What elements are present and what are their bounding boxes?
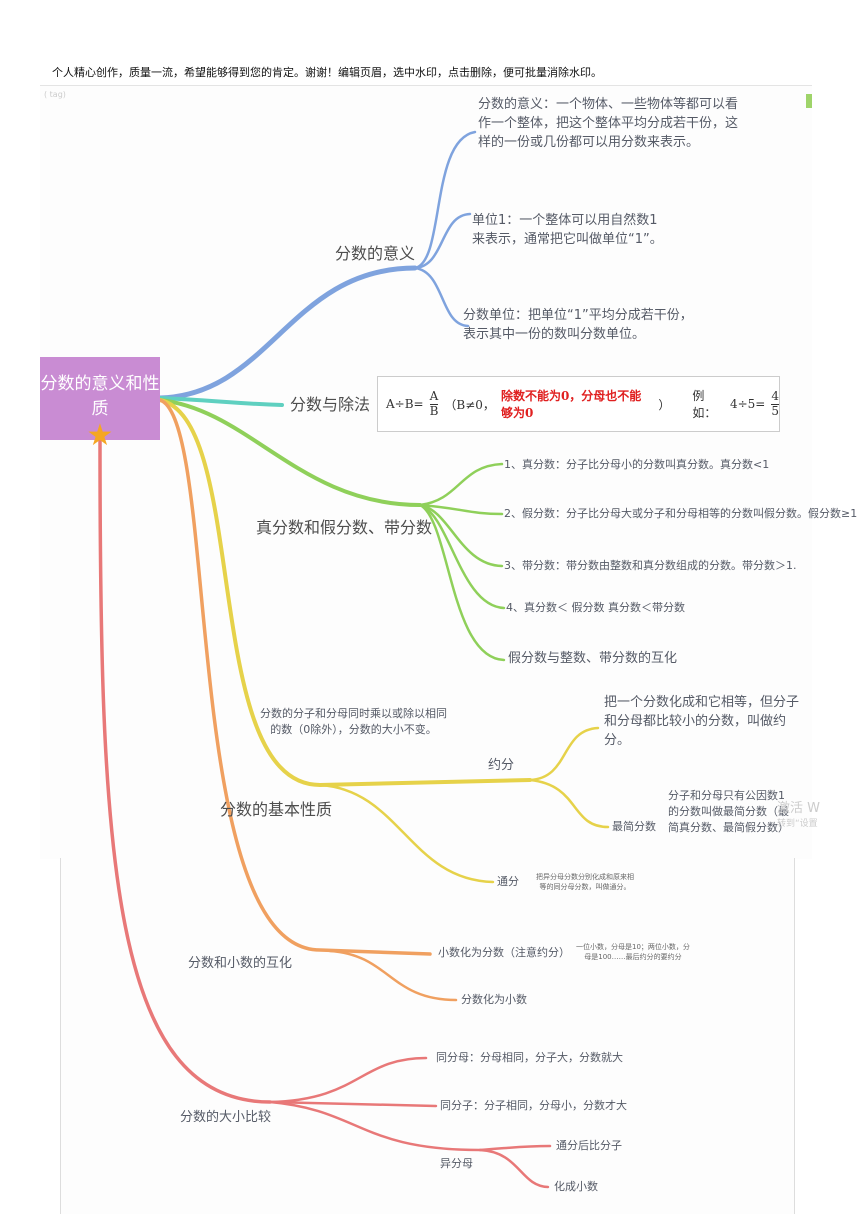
example-label: 例如： [692,389,717,420]
text-line: 母是100……最后约分的要约分 [584,953,682,962]
compare-item: 化成小数 [554,1180,598,1193]
text-line: 简真分数、最简假分数） [668,820,789,834]
activation-watermark: 激活 W 转到“设置 [777,800,820,831]
text-line: 激活 W [777,801,820,816]
basic-desc: 分数的分子和分母同时乘以或除以相同 的数（0除外），分数的大小不变。 [260,706,447,738]
text-line: 单位1：一个整体可以用自然数1 [472,213,658,228]
root-title: 分数的意义和性质 [40,374,160,419]
node-division[interactable]: 分数与除法 [290,395,371,414]
denominator: 5 [771,403,779,418]
mindmap-panel-bottom [60,858,795,1214]
node-tongfen[interactable]: 通分 [497,875,519,888]
text-line: 分数单位：把单位“1”平均分成若干份， [463,308,693,323]
text-line: 表示其中一份的数叫分数单位。 [463,326,646,342]
text-line: 分数的分子和分母同时乘以或除以相同 [260,707,447,720]
node-meaning[interactable]: 分数的意义 [335,244,416,263]
decimal-item: 小数化为分数（注意约分） [438,946,570,959]
side-tab [806,94,812,108]
text-line: 分数的意义：一个物体、一些物体等都可以看 [478,97,739,112]
node-simplest[interactable]: 最简分数 [612,820,656,833]
proper-item: 4、真分数＜ 假分数 真分数＜带分数 [506,601,685,614]
star-icon: ★ [86,418,114,453]
formula-lhs: A÷B= [386,397,424,411]
node-compare[interactable]: 分数的大小比较 [180,1110,272,1125]
node-basic[interactable]: 分数的基本性质 [220,800,333,819]
text-line: 和分母都比较小的分数，叫做约 [604,713,787,729]
decimal-note: 一位小数，分母是10；两位小数，分 母是100……最后约分的要约分 [576,942,690,962]
text-line: 转到“设置 [777,819,818,830]
text-line: 把一个分数化成和它相等，但分子 [604,695,800,710]
yellow-links [158,398,610,884]
compare-item: 同分母：分母相同，分子大，分数就大 [436,1051,623,1064]
blue-links [157,130,477,401]
compare-item: 通分后比分子 [556,1139,622,1152]
numerator: A [429,389,439,405]
proper-item: 1、真分数：分子比分母小的分数叫真分数。真分数<1 [504,458,770,471]
condition: （B≠0， [444,397,495,412]
text-line: 分。 [604,732,631,748]
text-line: 样的一份或几份都可以用分数来表示。 [478,134,700,150]
fraction-unit-def: 分数单位：把单位“1”平均分成若干份， 表示其中一份的数叫分数单位。 [463,307,693,345]
proper-item: 3、带分数：带分数由整数和真分数组成的分数。带分数＞1. [504,559,797,572]
node-yuefen[interactable]: 约分 [488,758,515,773]
unit-one-def: 单位1：一个整体可以用自然数1 来表示，通常把它叫做单位“1”。 [472,212,663,250]
tongfen-desc: 把异分母分数分别化成和原来相 等的同分母分数，叫做通分。 [536,872,634,892]
mindmap-panel-top [40,85,812,859]
meaning-def: 分数的意义：一个物体、一些物体等都可以看 作一个整体，把这个整体平均分成若干份，… [478,96,738,153]
text-line: 来表示，通常把它叫做单位“1”。 [472,231,663,247]
red-links [98,438,552,1189]
warning-text: 除数不能为0，分母也不能够为0 [500,389,642,420]
root-node[interactable]: 分数的意义和性质 ★ [40,357,160,451]
decimal-item: 分数化为小数 [461,993,527,1006]
text-line: 的数（0除外），分数的大小不变。 [270,722,437,736]
teal-link [158,396,284,407]
simplest-desc: 分子和分母只有公因数1 的分数叫做最简分数（最 简真分数、最简假分数） [668,788,789,836]
node-proper[interactable]: 真分数和假分数、带分数 [256,518,433,537]
text-line: 把异分母分数分别化成和原来相 [536,873,634,881]
header-note: 个人精心创作，质量一流，希望能够得到您的肯定。谢谢！编辑页眉，选中水印，点击删除… [52,66,602,79]
node-diff-denominator[interactable]: 异分母 [440,1157,473,1170]
text-line: 分子和分母只有公因数1 [668,789,785,802]
paren: ） [658,397,671,412]
logo: ( tag) [44,90,66,99]
orange-links [158,398,458,1002]
yuefen-desc: 把一个分数化成和它相等，但分子 和分母都比较小的分数，叫做约 分。 [604,694,799,751]
proper-item: 2、假分数：分子比分母大或分子和分母相等的分数叫假分数。假分数≥1 [504,507,857,520]
node-decimal[interactable]: 分数和小数的互化 [188,956,293,971]
proper-item: 假分数与整数、带分数的互化 [508,651,678,666]
denominator: B [429,403,439,418]
text-line: 一位小数，分母是10；两位小数，分 [576,943,690,951]
green-links [158,398,506,662]
example-lhs: 4÷5= [729,397,766,411]
numerator: 4 [771,389,779,405]
text-line: 等的同分母分数，叫做通分。 [539,883,631,892]
text-line: 的分数叫做最简分数（最 [668,804,789,818]
text-line: 作一个整体，把这个整体平均分成若干份，这 [478,115,739,131]
compare-item: 同分子：分子相同，分母小，分数才大 [440,1099,627,1112]
